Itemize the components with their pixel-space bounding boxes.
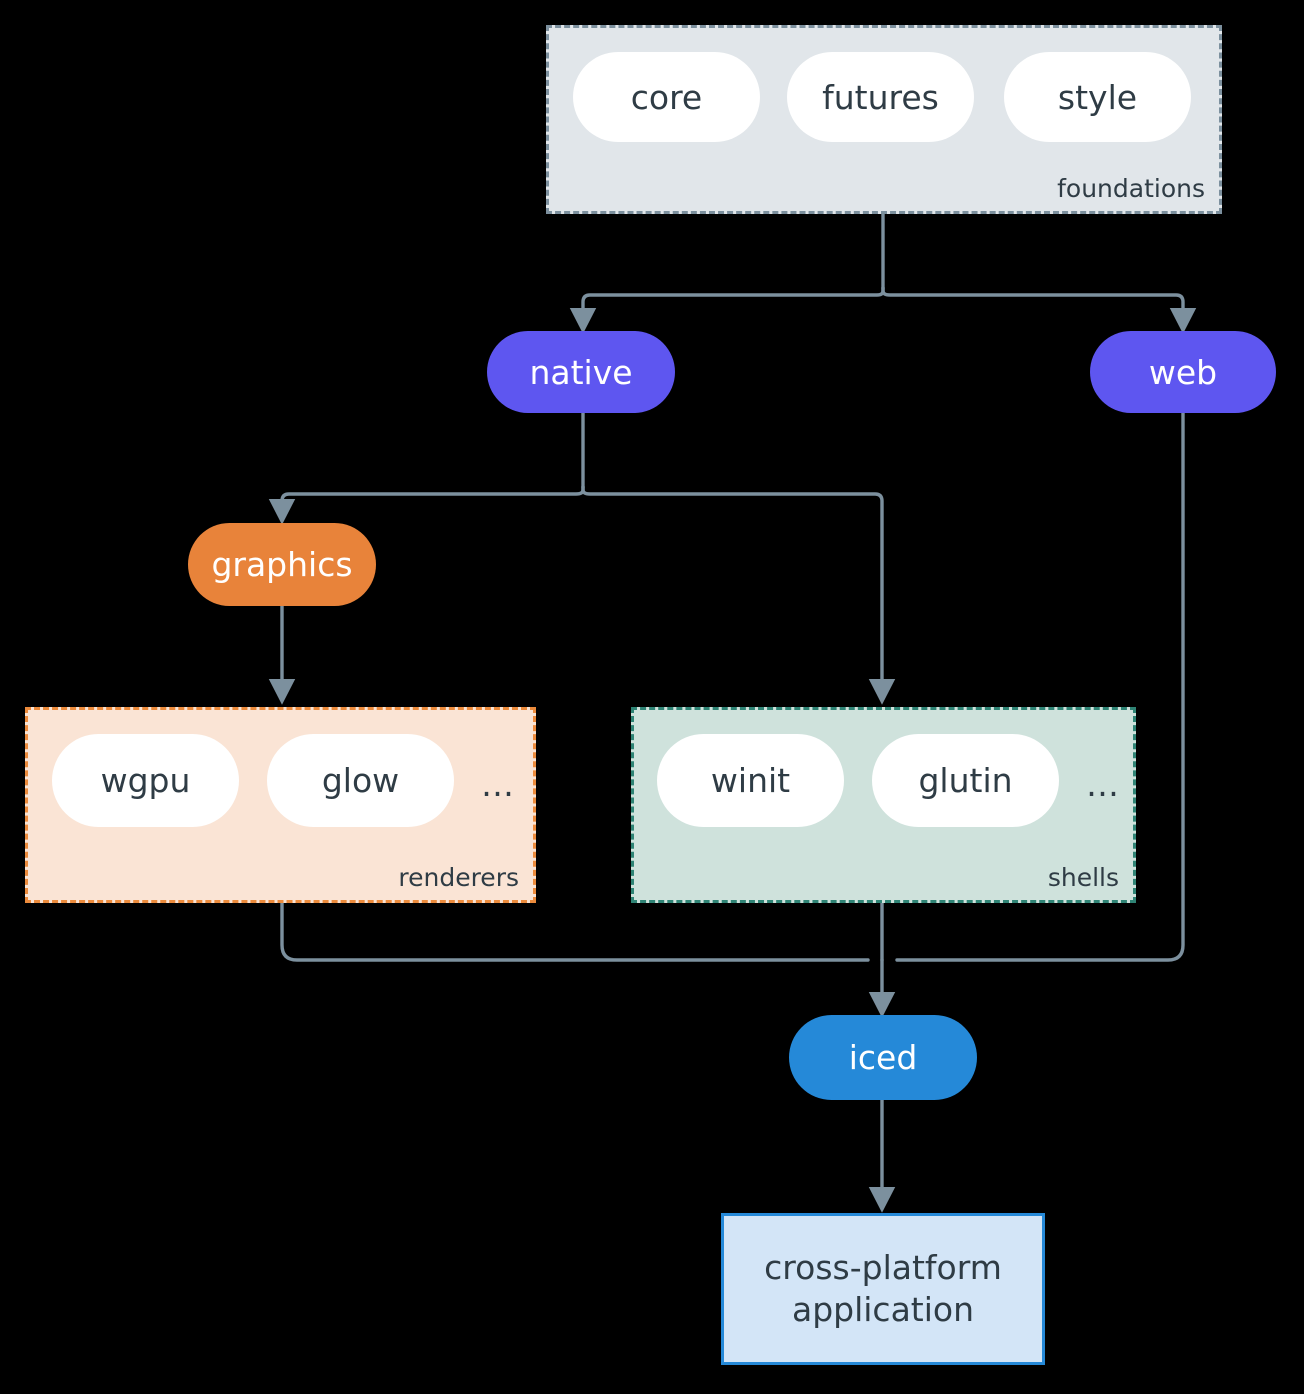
pill-glutin[interactable]: glutin — [872, 734, 1059, 827]
node-web-label: web — [1148, 352, 1218, 392]
node-native[interactable]: native — [487, 331, 675, 413]
renderers-more-ellipsis: … — [481, 765, 514, 804]
application-line-2: application — [791, 1290, 975, 1329]
pill-winit-label: winit — [710, 761, 791, 800]
pill-wgpu[interactable]: wgpu — [52, 734, 239, 827]
application-line-1: cross-platform — [764, 1247, 1002, 1287]
edge-native-shells — [581, 485, 896, 705]
pill-style-label: style — [1057, 77, 1138, 117]
shells-more-ellipsis: … — [1086, 765, 1119, 804]
cluster-label-shells: shells — [1047, 863, 1119, 892]
node-graphics[interactable]: graphics — [188, 523, 376, 606]
pill-glow[interactable]: glow — [267, 734, 454, 827]
cluster-label-foundations: foundations — [1057, 174, 1205, 203]
application-text: cross-platform application — [764, 1247, 1002, 1331]
node-graphics-label: graphics — [211, 545, 353, 584]
edge-native-graphics — [268, 485, 585, 525]
node-application[interactable]: cross-platform application — [721, 1213, 1045, 1365]
node-native-label: native — [529, 352, 633, 392]
pill-style[interactable]: style — [1004, 52, 1191, 142]
pill-core-label: core — [630, 77, 703, 117]
node-iced-label: iced — [848, 1038, 918, 1077]
edge-foundations-web — [881, 286, 1197, 334]
pill-winit[interactable]: winit — [657, 734, 844, 827]
pill-glow-label: glow — [321, 761, 400, 800]
node-web[interactable]: web — [1090, 331, 1276, 413]
node-iced[interactable]: iced — [789, 1015, 977, 1100]
pill-futures[interactable]: futures — [787, 52, 974, 142]
edge-renderers-iced — [280, 901, 870, 962]
pill-wgpu-label: wgpu — [100, 761, 191, 800]
cluster-label-renderers: renderers — [398, 863, 519, 892]
pill-glutin-label: glutin — [918, 761, 1013, 800]
pill-core[interactable]: core — [573, 52, 760, 142]
pill-futures-label: futures — [822, 77, 939, 117]
edge-foundations-native — [569, 286, 885, 334]
